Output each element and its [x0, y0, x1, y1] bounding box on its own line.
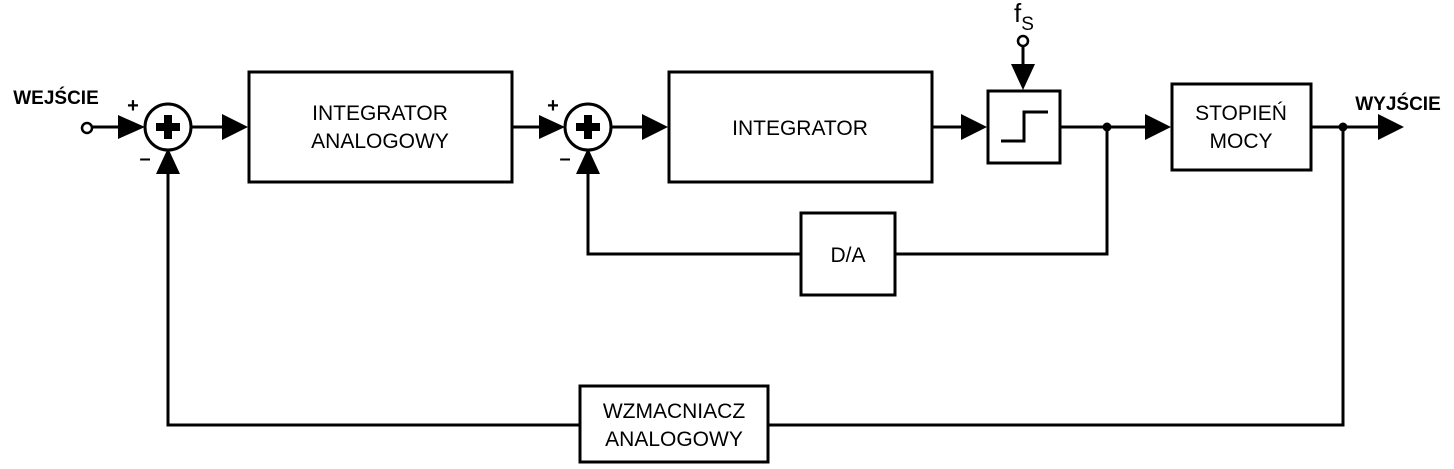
block-dac	[799, 211, 897, 297]
arrowhead-ps-in	[1145, 114, 1171, 140]
junction-dot-inner	[1102, 122, 1112, 132]
arrowheads	[118, 64, 1404, 174]
analog-amplifier-label-line1: WZMACNIACZ	[603, 400, 745, 423]
arrowhead-sum2-in	[539, 115, 565, 139]
arrowhead-ai-in	[222, 114, 248, 140]
sum2-plus-sign: +	[547, 95, 559, 117]
block-power-stage	[1170, 82, 1313, 172]
wire-outer-fb-a	[768, 127, 1345, 427]
input-terminal	[80, 121, 94, 135]
arrowhead-int-in	[642, 114, 668, 140]
dac-label: D/A	[830, 244, 865, 267]
blocks	[247, 70, 1313, 464]
analog-integrator-label-line2: ANALOGOWY	[311, 130, 449, 153]
output-label: WYJŚCIE	[1355, 93, 1441, 115]
arrowhead-fs	[1011, 64, 1035, 90]
input-label: WEJŚCIE	[13, 87, 99, 109]
wire-outer-fb-b	[166, 172, 580, 427]
arrowhead-sum1-in	[118, 115, 145, 139]
sampling-subscript: S	[1021, 14, 1034, 35]
arrowhead-sum2-fb	[576, 148, 600, 174]
arrowhead-cmp-in	[961, 114, 987, 140]
sampling-frequency-label: fS	[1014, 0, 1034, 35]
analog-integrator-label-line1: INTEGRATOR	[312, 102, 448, 125]
plus-icon	[156, 115, 180, 139]
signal-wires	[92, 47, 1380, 427]
power-stage-label-line2: MOCY	[1210, 130, 1273, 153]
summing-junction-2	[563, 102, 613, 152]
sampling-symbol: f	[1014, 0, 1022, 28]
block-analog-amplifier	[578, 384, 770, 464]
sum1-minus-sign: –	[139, 148, 150, 170]
analog-amplifier-label-line2: ANALOGOWY	[605, 428, 743, 451]
summing-junction-1	[143, 102, 193, 152]
sum2-minus-sign: –	[559, 148, 570, 170]
arrowhead-sum1-fb	[156, 148, 180, 174]
wire-inner-fb-b	[586, 172, 801, 256]
integrator-label: INTEGRATOR	[732, 117, 868, 140]
fs-terminal	[1016, 34, 1030, 48]
power-stage-label-line1: STOPIEŃ	[1195, 102, 1287, 125]
arrowhead-output	[1378, 114, 1404, 140]
junction-dot-output	[1338, 122, 1348, 132]
block-analog-integrator	[247, 70, 514, 184]
block-integrator	[667, 70, 934, 184]
sum1-plus-sign: +	[127, 95, 139, 117]
step-icon	[1001, 110, 1048, 143]
plus-icon	[576, 115, 600, 139]
wire-inner-fb-a	[895, 127, 1109, 256]
